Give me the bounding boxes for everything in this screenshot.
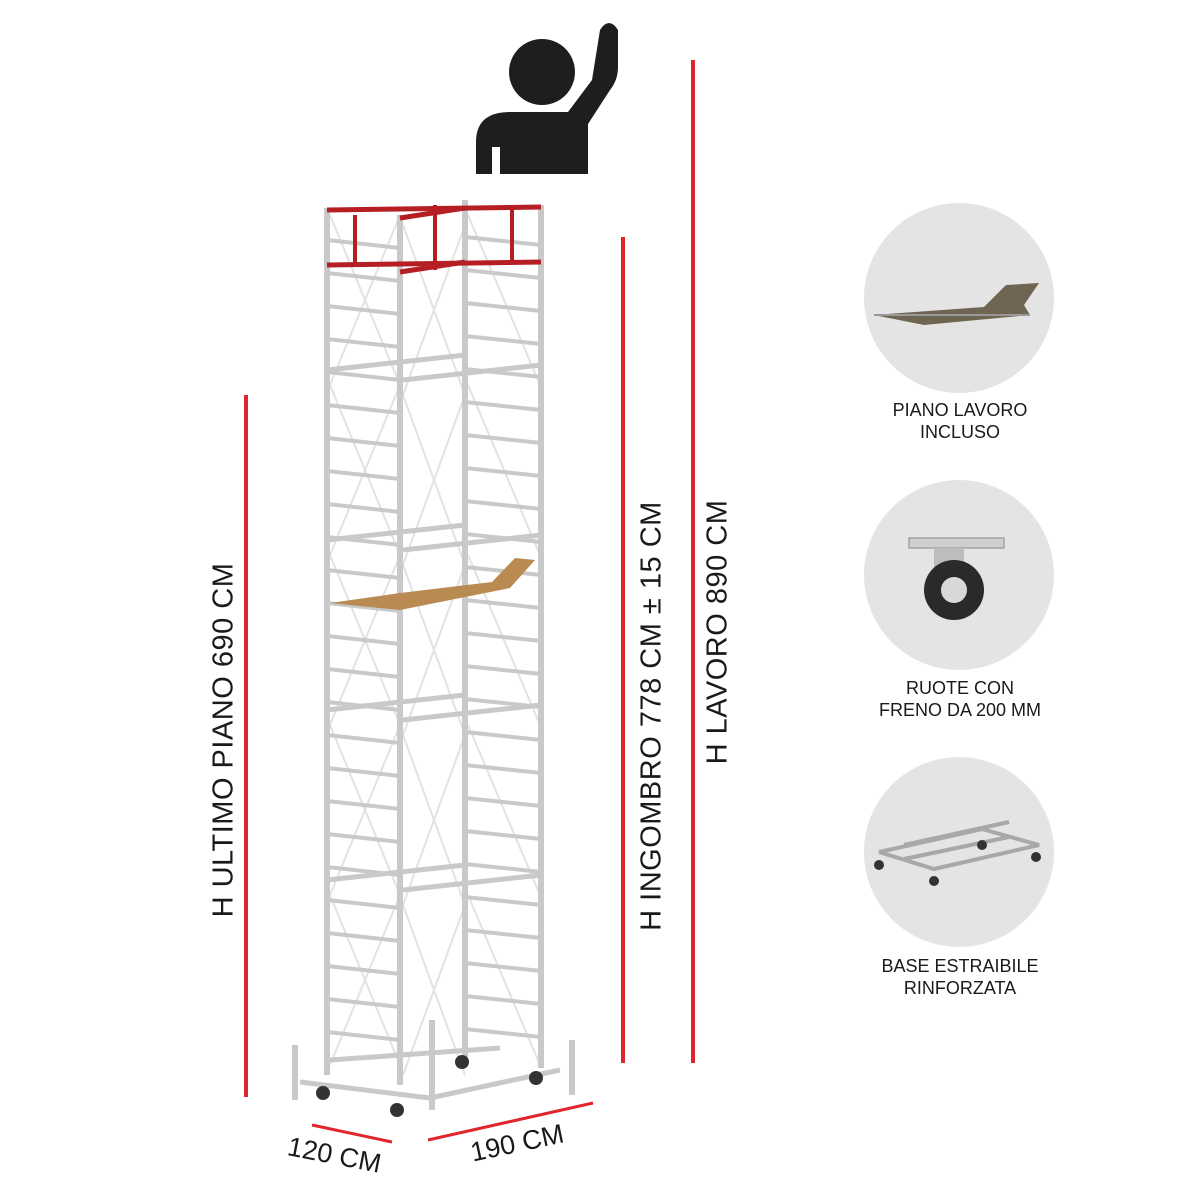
rung [326,304,401,316]
tie [402,532,542,553]
rung [464,433,542,445]
tie [326,522,466,543]
dimension-line-last-floor [244,395,248,1097]
rung [464,334,542,346]
caster-wheel [390,1103,404,1117]
working-height-label: H LAVORO 890 CM [701,499,734,765]
rung [326,997,401,1009]
brace [329,894,401,1066]
rung [326,898,401,910]
extractable-base-icon [874,820,1041,886]
rung [326,634,401,646]
feature-circle-wheels [864,480,1054,670]
rung [326,370,401,382]
feature-wheels-line1: RUOTE CON [906,678,1014,698]
tie [326,352,466,373]
rung [464,862,542,874]
rung [464,928,542,940]
rung [464,631,542,643]
rung [464,235,542,247]
wooden-platform [330,558,535,610]
rung [464,961,542,973]
caster-wheel-icon [908,537,1005,620]
brace [467,384,541,556]
rung [464,1027,542,1039]
brace [402,394,466,566]
caster-wheel [316,1086,330,1100]
feature-label-platform: PIANO LAVORO INCLUSO [850,399,1070,443]
feature-wheels-line2: FRENO DA 200 MM [878,700,1042,720]
rung [326,601,401,613]
rung [464,466,542,478]
dimension-line-overall [621,237,625,1063]
feature-label-base: BASE ESTRAIBILE RINFORZATA [850,955,1070,999]
rung [326,733,401,745]
rung [326,964,401,976]
rung [464,763,542,775]
rung [464,400,542,412]
feature-platform-line2: INCLUSO [919,422,1000,442]
tie [402,872,542,893]
rung [326,832,401,844]
rung [464,598,542,610]
rung [326,931,401,943]
feature-base-line2: RINFORZATA [903,978,1017,998]
rung [464,499,542,511]
feature-circle-base [864,757,1054,947]
base-dimension-lines [311,1101,594,1144]
work-platform-icon [874,283,1039,325]
rung [464,796,542,808]
rung [326,469,401,481]
brace [467,554,541,726]
tie [326,862,466,883]
caster-wheel [529,1071,543,1085]
overall-height-label: H INGOMBRO 778 CM ± 15 CM [635,501,668,931]
rung [464,994,542,1006]
rung [326,436,401,448]
rung [326,667,401,679]
rung [326,403,401,415]
rung [326,1030,401,1042]
rung [464,664,542,676]
guardrail [399,205,466,221]
base-bar [329,1045,501,1063]
brace [402,734,466,906]
tie [402,362,542,383]
brace [467,724,541,896]
rung [326,502,401,514]
feature-platform-line1: PIANO LAVORO [892,400,1028,420]
base-bar [299,1079,431,1101]
rung [326,238,401,250]
feature-label-wheels: RUOTE CON FRENO DA 200 MM [850,677,1070,721]
rung [326,799,401,811]
rung [464,829,542,841]
rung [326,337,401,349]
brace [402,904,466,1076]
feature-circle-platform [864,203,1054,393]
rung [464,730,542,742]
guardrail [399,259,466,275]
feature-base-line1: BASE ESTRAIBILE [881,956,1039,976]
tie [326,692,466,713]
brace [467,214,541,386]
tie [402,702,542,723]
rung [464,301,542,313]
person-raising-hand-icon [476,23,618,174]
dimension-line-working [691,60,695,1063]
brace [402,224,466,396]
rung [464,895,542,907]
rung [326,766,401,778]
brace [329,214,401,386]
caster-wheel [455,1055,469,1069]
rung [326,271,401,283]
rung [326,568,401,580]
scaffold-tower-illustration [292,200,575,1117]
rung [464,268,542,280]
